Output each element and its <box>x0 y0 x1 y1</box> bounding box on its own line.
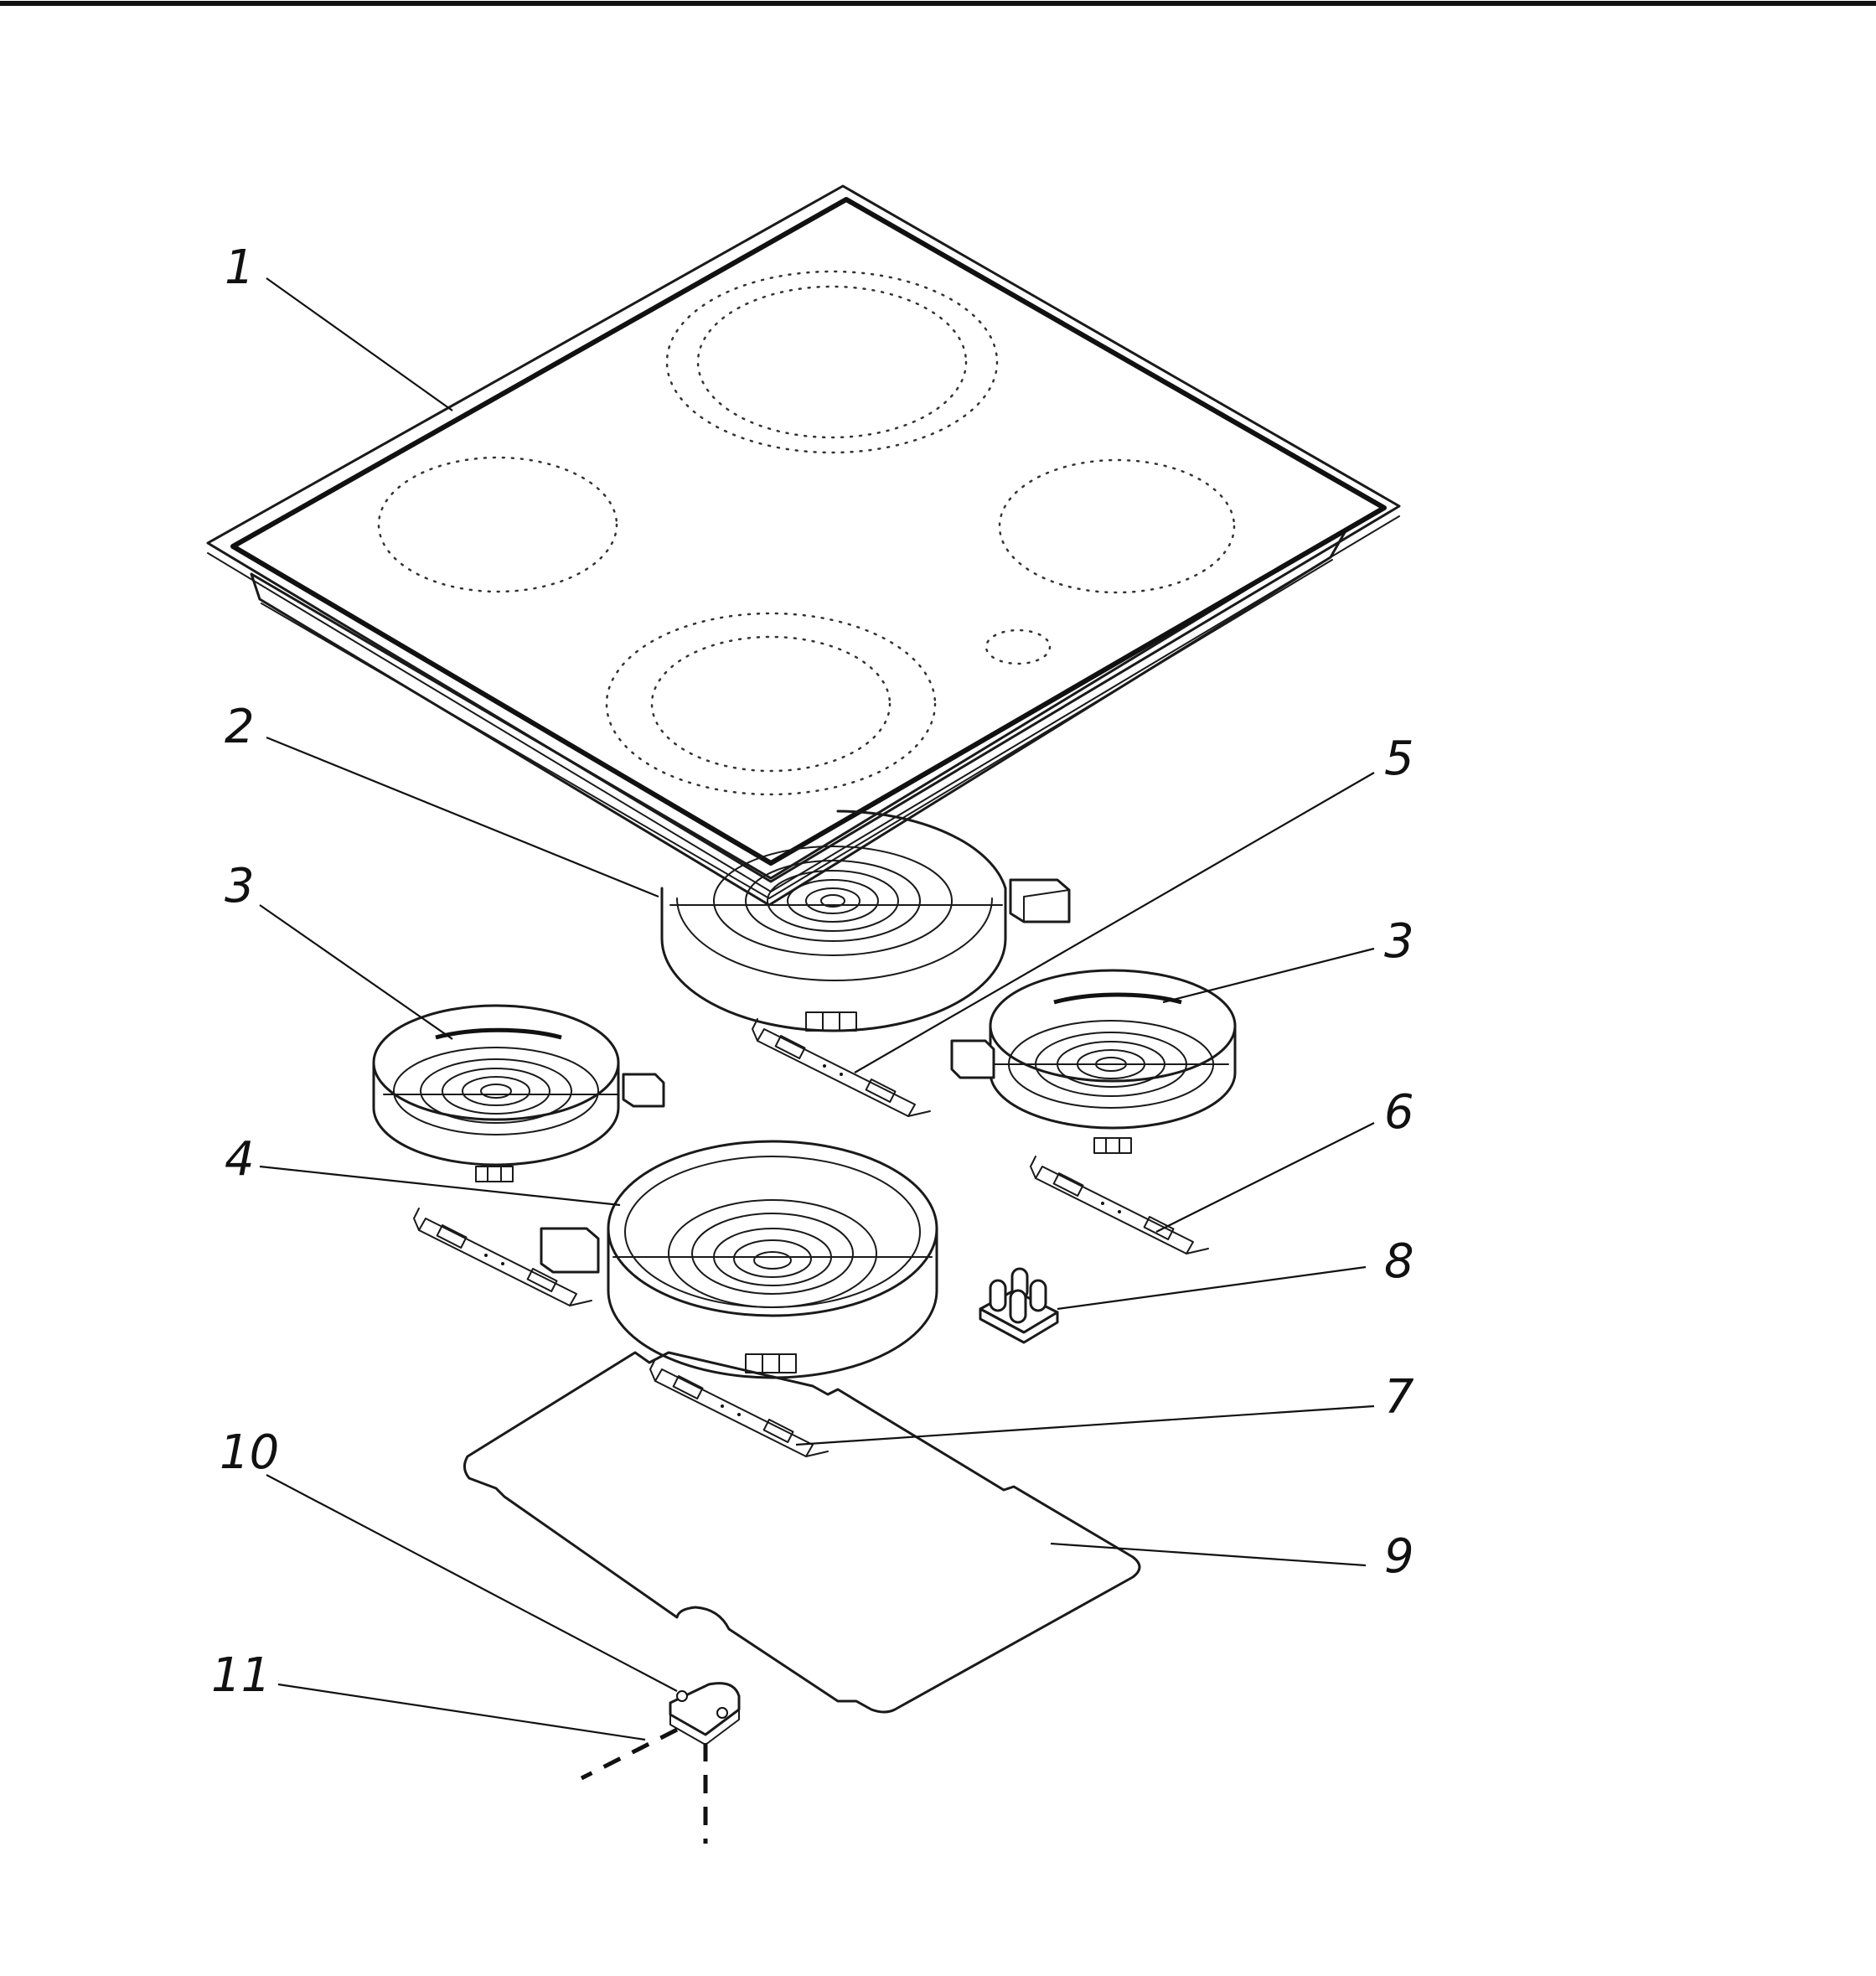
part-label-2: 2 <box>225 700 255 754</box>
part-label-9: 9 <box>1384 1529 1414 1584</box>
part-label-1: 1 <box>225 241 255 295</box>
part-label-4: 4 <box>225 1132 255 1187</box>
base-insulation-plate <box>463 1351 1141 1714</box>
part-label-8: 8 <box>1384 1234 1414 1289</box>
part-label-3-right: 3 <box>1384 914 1414 969</box>
rear-radiant-burner <box>660 810 1071 1032</box>
fixing-clip-rear <box>752 1018 931 1117</box>
part-label-5: 5 <box>1384 732 1414 786</box>
leader-lines <box>259 277 1375 1741</box>
part-label-11: 11 <box>211 1648 271 1703</box>
right-radiant-burner <box>950 969 1237 1154</box>
part-label-6: 6 <box>1384 1085 1414 1140</box>
part-labels: 1 2 3 3 4 5 6 7 8 9 10 11 <box>211 241 1414 1703</box>
part-label-10: 10 <box>220 1425 279 1480</box>
part-label-7: 7 <box>1384 1370 1414 1425</box>
front-dual-burner <box>540 1140 938 1379</box>
ceramic-glass-top <box>206 184 1401 907</box>
overheat-thermostat <box>669 1682 741 1746</box>
fixing-clip-front <box>649 1358 829 1457</box>
fixing-clip-right <box>1030 1156 1209 1254</box>
left-radiant-burner <box>372 1004 665 1182</box>
terminal-block <box>979 1267 1059 1344</box>
part-label-3-left: 3 <box>225 859 255 913</box>
assembly-dashed-lines <box>580 1727 708 1844</box>
